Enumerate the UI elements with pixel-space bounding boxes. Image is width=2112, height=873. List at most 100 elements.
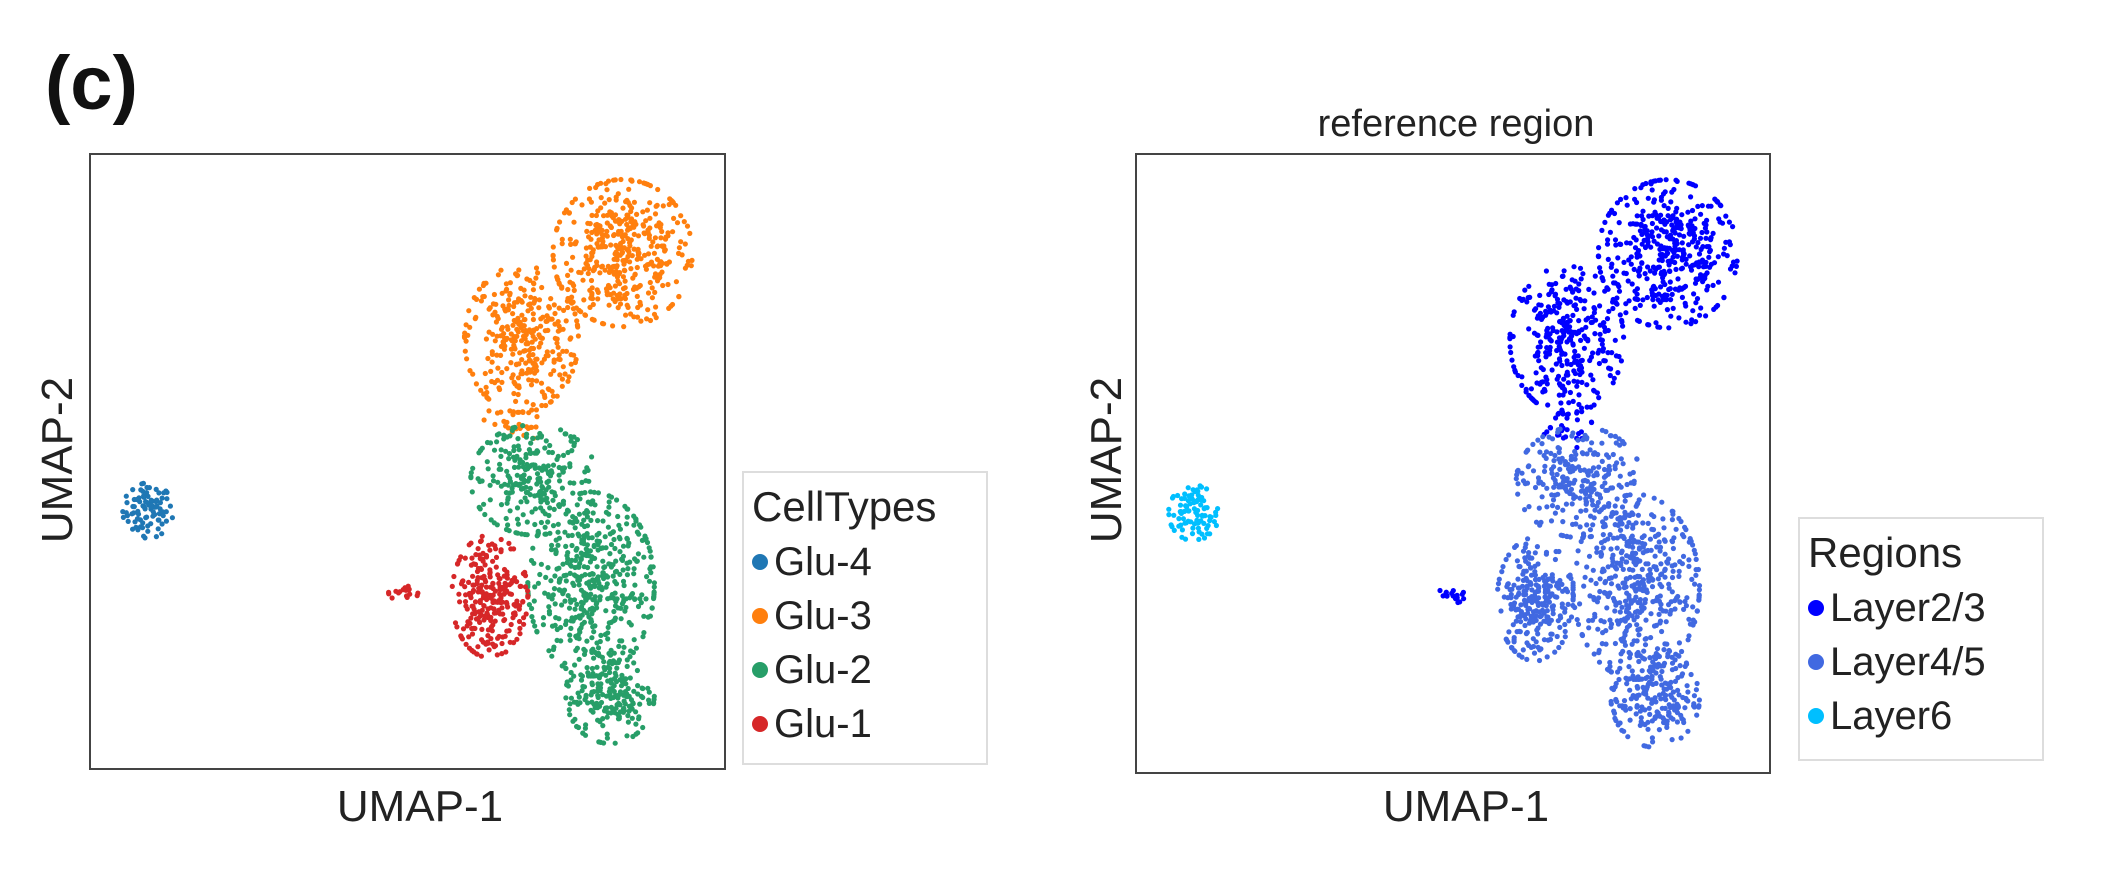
data-point [1633, 550, 1639, 556]
data-point [1617, 720, 1623, 726]
data-point [1627, 687, 1633, 693]
data-point [563, 511, 569, 517]
data-point [513, 362, 519, 368]
data-point [539, 335, 545, 341]
data-point [1692, 551, 1698, 557]
data-point [581, 564, 587, 570]
data-point [485, 639, 491, 645]
data-point [1559, 407, 1565, 413]
data-point [1596, 595, 1602, 601]
data-point [494, 333, 500, 339]
data-point [1199, 531, 1205, 537]
data-point [528, 424, 534, 430]
data-point [499, 640, 505, 647]
data-point [1615, 516, 1621, 522]
data-point [1602, 358, 1608, 364]
data-point [530, 316, 536, 323]
data-point [582, 312, 588, 318]
data-point [533, 275, 539, 281]
data-point [1545, 637, 1551, 643]
data-point [1640, 577, 1646, 583]
data-point [536, 344, 542, 350]
data-point [673, 279, 680, 285]
data-point [647, 613, 654, 619]
data-point [640, 209, 646, 215]
data-point [646, 700, 652, 707]
data-point [1656, 264, 1662, 270]
data-point [641, 613, 647, 619]
data-point [530, 435, 536, 441]
data-point [552, 573, 558, 579]
data-point [1632, 305, 1638, 311]
data-point [1515, 491, 1521, 497]
data-point [1552, 293, 1558, 299]
data-point [1506, 552, 1512, 558]
data-point [475, 644, 481, 650]
data-point [125, 518, 131, 524]
data-point [1543, 449, 1550, 455]
data-point [1189, 531, 1196, 537]
data-point [1574, 560, 1580, 566]
data-point [1675, 276, 1681, 282]
series-glu-2 [468, 423, 658, 746]
data-point [1719, 220, 1726, 226]
data-point [567, 236, 573, 242]
data-point [617, 571, 623, 577]
data-point [539, 284, 545, 291]
data-point [1605, 471, 1611, 477]
data-point [1536, 480, 1542, 486]
data-point [653, 203, 659, 209]
data-point [478, 566, 485, 572]
data-point [572, 311, 578, 317]
data-point [627, 240, 633, 246]
data-point [1662, 566, 1668, 572]
data-point [528, 294, 534, 300]
data-point [664, 261, 670, 267]
data-point [639, 537, 646, 543]
data-point [634, 314, 641, 320]
data-point [1461, 596, 1467, 602]
data-point [1688, 194, 1694, 200]
data-point [579, 673, 585, 679]
data-point [1630, 511, 1636, 517]
data-point [625, 253, 631, 260]
data-point [490, 558, 496, 564]
data-point [1694, 296, 1701, 302]
data-point [1543, 334, 1549, 340]
data-point [547, 473, 554, 479]
data-point [1676, 692, 1682, 698]
data-point [1634, 703, 1640, 709]
data-point [590, 709, 596, 715]
data-point [498, 547, 504, 553]
data-point [612, 740, 618, 746]
data-point [1602, 580, 1608, 586]
data-point [573, 239, 579, 245]
data-point [1460, 589, 1466, 595]
data-point [1688, 264, 1694, 270]
data-point [627, 225, 633, 232]
data-point [525, 588, 531, 594]
data-point [1645, 239, 1651, 245]
data-point [1648, 635, 1654, 641]
data-point [1576, 328, 1582, 334]
data-point [655, 263, 662, 269]
data-point [649, 295, 656, 301]
data-point [518, 499, 524, 505]
data-point [1526, 504, 1532, 510]
data-point [1524, 629, 1530, 636]
data-point [1638, 604, 1645, 610]
data-point [1684, 661, 1690, 667]
data-point [545, 463, 551, 469]
data-point [505, 306, 511, 312]
data-point [624, 221, 630, 228]
data-point [1675, 687, 1681, 694]
data-point [1644, 674, 1650, 680]
data-point [1597, 322, 1603, 328]
data-point [1597, 331, 1603, 337]
data-point [1574, 617, 1580, 623]
data-point [1638, 715, 1644, 721]
data-point [1600, 346, 1606, 352]
data-point [637, 299, 643, 305]
data-point [492, 588, 498, 594]
data-point [493, 564, 499, 570]
